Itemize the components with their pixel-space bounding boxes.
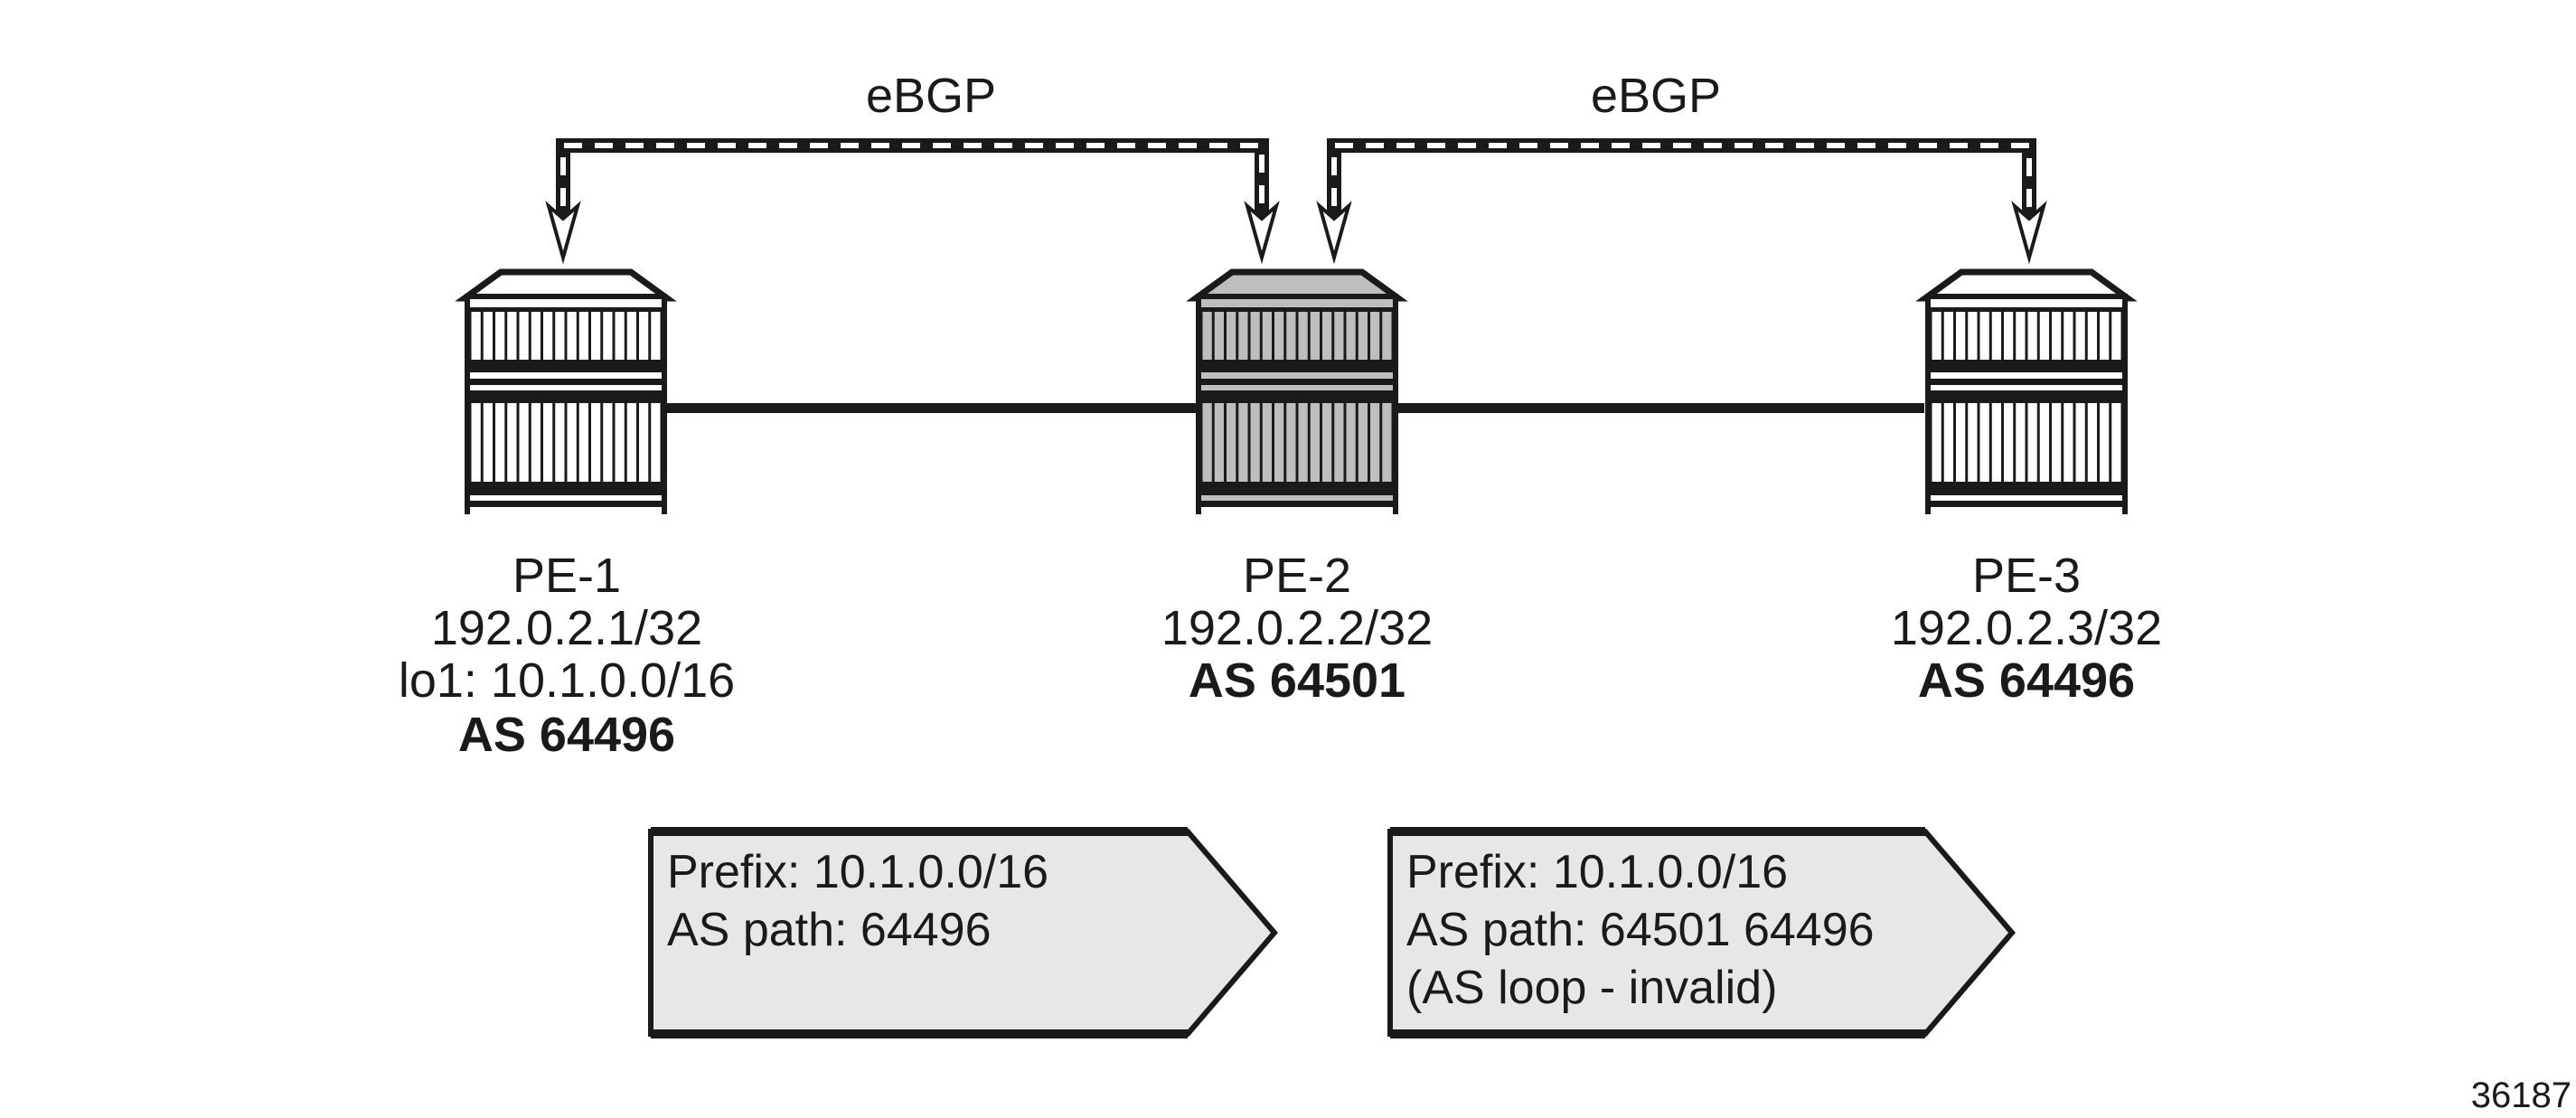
router-name: PE-3 — [1972, 549, 2081, 603]
arrowhead-icon — [545, 201, 581, 265]
pe-3-labels: PE-3 192.0.2.3/32 AS 64496 — [1891, 549, 2162, 708]
arrowhead-icon — [1316, 201, 1352, 265]
ebgp-label: eBGP — [866, 69, 996, 123]
router-as: AS 64501 — [1189, 653, 1406, 708]
router-name: PE-1 — [512, 549, 621, 603]
pe-1-labels: PE-1 192.0.2.1/32 lo1: 10.1.0.0/16 AS 64… — [399, 549, 735, 762]
ebgp-session-pe1-pe2: eBGP — [545, 69, 1280, 265]
callout-as-path: AS path: 64501 64496 — [1406, 904, 1875, 956]
router-pe-3[interactable] — [1915, 268, 2138, 514]
router-icon — [1915, 268, 2138, 514]
arrowhead-icon — [1244, 201, 1280, 265]
router-ip: 192.0.2.3/32 — [1891, 601, 2162, 655]
route-callout-2: Prefix: 10.1.0.0/16 AS path: 64501 64496… — [1387, 827, 2016, 1038]
arrowhead-icon — [2011, 201, 2047, 265]
link-pe2-pe3 — [1398, 403, 1924, 413]
ebgp-label: eBGP — [1591, 69, 1721, 123]
router-pe-1[interactable] — [455, 268, 677, 514]
router-loopback: lo1: 10.1.0.0/16 — [399, 653, 735, 708]
router-name: PE-2 — [1243, 549, 1351, 603]
callout-status: (AS loop - invalid) — [1406, 962, 1777, 1014]
router-pe-2[interactable] — [1186, 268, 1408, 514]
pe-2-labels: PE-2 192.0.2.2/32 AS 64501 — [1161, 549, 1433, 708]
router-ip: 192.0.2.2/32 — [1161, 601, 1433, 655]
router-icon — [455, 268, 677, 514]
link-pe1-pe2 — [667, 403, 1197, 413]
figure-id: 36187 — [2471, 1076, 2571, 1115]
callout-as-path: AS path: 64496 — [667, 904, 992, 956]
route-callout-1: Prefix: 10.1.0.0/16 AS path: 64496 — [648, 827, 1278, 1038]
router-as: AS 64496 — [1918, 653, 2135, 708]
router-ip: 192.0.2.1/32 — [431, 601, 702, 655]
callout-prefix: Prefix: 10.1.0.0/16 — [667, 846, 1048, 898]
ebgp-session-pe2-pe3: eBGP — [1316, 69, 2047, 265]
callout-prefix: Prefix: 10.1.0.0/16 — [1406, 846, 1788, 898]
router-icon — [1186, 268, 1408, 514]
router-as: AS 64496 — [458, 708, 675, 762]
